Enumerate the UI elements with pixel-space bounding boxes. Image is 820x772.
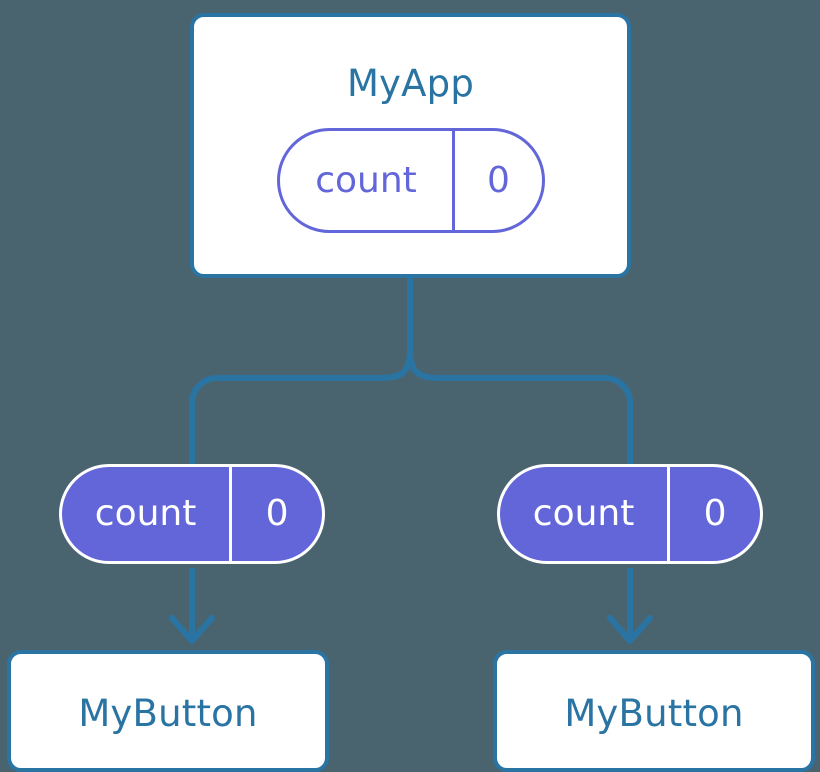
component-title-mybutton: MyButton	[78, 691, 258, 735]
state-pill-key: count	[280, 131, 456, 230]
prop-pill-key: count	[62, 467, 233, 561]
prop-pill-left[interactable]: count 0	[59, 464, 325, 564]
state-pill-value: 0	[487, 159, 510, 201]
component-box-mybutton-left[interactable]: MyButton	[7, 650, 329, 772]
connector-fork-right	[407, 346, 633, 466]
component-box-mybutton-right[interactable]: MyButton	[493, 650, 815, 772]
prop-pill-value: 0	[703, 493, 727, 534]
prop-pill-value: 0	[265, 493, 289, 534]
component-title-myapp: MyApp	[346, 62, 475, 105]
connector-fork-left	[189, 346, 413, 466]
state-pill-myapp[interactable]: count 0	[277, 128, 545, 233]
arrow-head-right-icon	[607, 615, 653, 644]
component-title-mybutton: MyButton	[564, 691, 744, 735]
arrow-head-left-icon	[169, 615, 215, 644]
prop-pill-right[interactable]: count 0	[497, 464, 763, 564]
prop-pill-key: count	[500, 467, 671, 561]
